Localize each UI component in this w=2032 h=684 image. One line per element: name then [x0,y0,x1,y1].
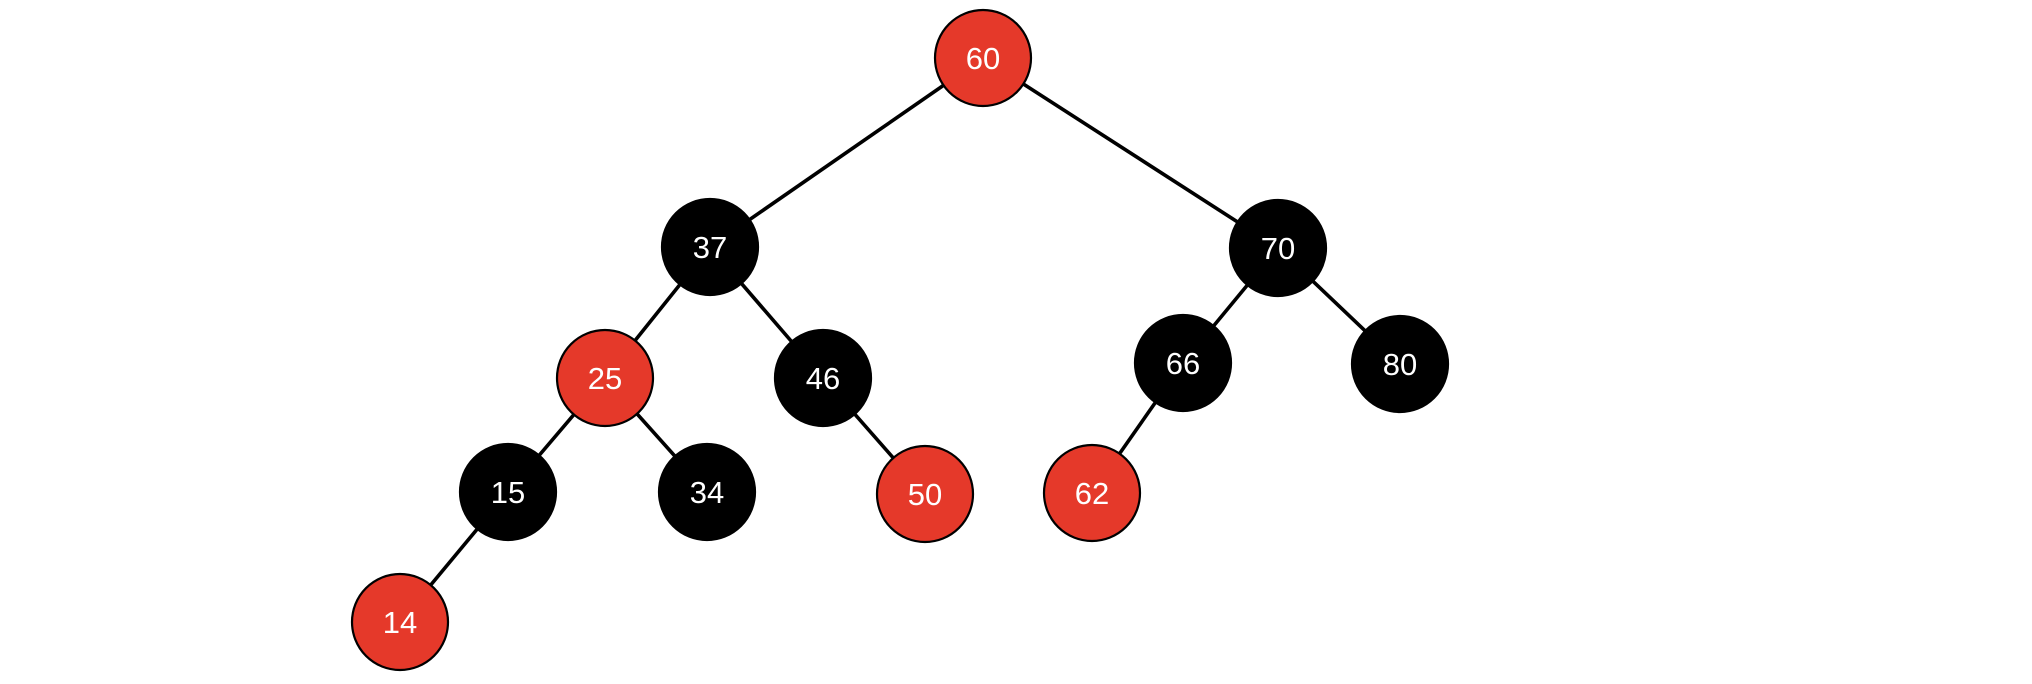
tree-node-label-25: 25 [588,361,622,396]
tree-node-circle-14 [350,572,450,672]
tree-node-15: 15 [458,442,558,542]
tree-node-66: 66 [1133,313,1233,413]
tree-edge-60-37 [708,56,985,249]
tree-node-circle-46 [773,328,873,428]
tree-node-circle-66 [1133,313,1233,413]
tree-node-label-70: 70 [1261,231,1295,266]
tree-edge-60-70 [982,56,1279,250]
tree-node-label-14: 14 [383,605,417,640]
tree-node-50: 50 [875,444,975,544]
tree-node-circle-80 [1350,314,1450,414]
tree-node-37: 37 [660,197,760,297]
tree-node-70: 70 [1228,198,1328,298]
tree-node-label-46: 46 [806,361,840,396]
tree-node-circle-50 [875,444,975,544]
tree-node-circle-15 [458,442,558,542]
tree-node-label-80: 80 [1383,347,1417,382]
tree-node-circle-62 [1042,443,1142,543]
tree-node-60: 60 [933,8,1033,108]
tree-node-label-50: 50 [908,477,942,512]
tree-node-25: 25 [555,328,655,428]
tree-node-label-37: 37 [693,230,727,265]
tree-node-circle-37 [660,197,760,297]
tree-node-label-34: 34 [690,475,724,510]
tree-node-34: 34 [657,442,757,542]
tree-node-label-66: 66 [1166,346,1200,381]
tree-node-label-15: 15 [491,475,525,510]
tree-node-circle-70 [1228,198,1328,298]
tree-node-80: 80 [1350,314,1450,414]
tree-node-circle-60 [933,8,1033,108]
tree-node-circle-34 [657,442,757,542]
tree-node-14: 14 [350,572,450,672]
tree-node-46: 46 [773,328,873,428]
tree-node-circle-25 [555,328,655,428]
tree-node-label-60: 60 [966,41,1000,76]
tree-node-label-62: 62 [1075,476,1109,511]
tree-node-62: 62 [1042,443,1142,543]
